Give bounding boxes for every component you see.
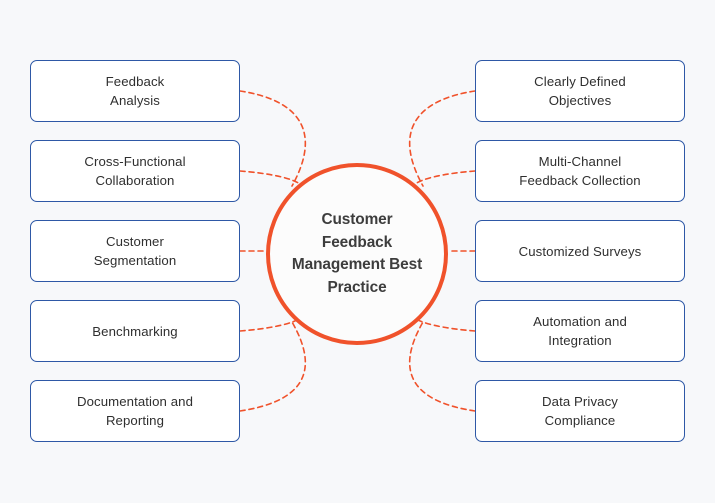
node-label-line: Analysis: [110, 93, 160, 108]
node-customized-surveys[interactable]: Customized Surveys: [475, 220, 685, 282]
hub-title-line: Feedback: [321, 233, 393, 251]
node-label-line: Objectives: [548, 93, 612, 108]
node-cross-functional-collaboration[interactable]: Cross-Functional Collaboration: [30, 140, 240, 202]
central-hub-circle[interactable]: Customer Feedback Management Best Practi…: [266, 163, 448, 345]
node-documentation-and-reporting[interactable]: Documentation and Reporting: [30, 380, 240, 442]
connector-left-1: [239, 90, 307, 187]
node-label: Customized Surveys: [519, 242, 642, 261]
hub-title-line: Practice: [327, 278, 387, 296]
node-label: Clearly Defined Objectives: [534, 72, 626, 110]
node-label-line: Customer: [106, 234, 164, 249]
hub-title-line: Management Best: [291, 256, 423, 273]
hub-title-line: Customer: [321, 211, 393, 228]
node-label-line: Multi-Channel: [538, 154, 622, 169]
node-label-line: Feedback Collection: [519, 173, 641, 188]
node-label-line: Cross-Functional: [84, 154, 186, 169]
node-label: Data Privacy Compliance: [542, 392, 618, 430]
node-benchmarking[interactable]: Benchmarking: [30, 300, 240, 362]
node-label-line: Benchmarking: [92, 323, 178, 339]
node-feedback-analysis[interactable]: Feedback Analysis: [30, 60, 240, 122]
node-automation-and-integration[interactable]: Automation and Integration: [475, 300, 685, 362]
node-label-line: Segmentation: [93, 253, 177, 268]
node-label-line: Customized Surveys: [518, 243, 642, 259]
node-data-privacy-compliance[interactable]: Data Privacy Compliance: [475, 380, 685, 442]
node-label-line: Reporting: [105, 413, 165, 428]
node-customer-segmentation[interactable]: Customer Segmentation: [30, 220, 240, 282]
connector-right-5: [408, 321, 476, 412]
node-label: Customer Segmentation: [94, 232, 177, 270]
node-label-line: Data Privacy: [542, 394, 618, 409]
node-label-line: Integration: [548, 333, 612, 348]
node-label-line: Automation and: [533, 314, 627, 329]
node-label: Documentation and Reporting: [77, 392, 193, 430]
node-label-line: Compliance: [544, 413, 616, 428]
central-hub-title: Customer Feedback Management Best Practi…: [270, 209, 444, 299]
node-label: Multi-Channel Feedback Collection: [519, 152, 640, 190]
node-label: Benchmarking: [92, 322, 178, 341]
node-multi-channel-feedback-collection[interactable]: Multi-Channel Feedback Collection: [475, 140, 685, 202]
node-label: Feedback Analysis: [106, 72, 165, 110]
connector-left-5: [239, 321, 307, 412]
connector-right-1: [408, 90, 476, 187]
node-label-line: Feedback: [105, 74, 165, 89]
node-clearly-defined-objectives[interactable]: Clearly Defined Objectives: [475, 60, 685, 122]
node-label-line: Documentation and: [76, 394, 194, 409]
node-label-line: Collaboration: [95, 173, 175, 188]
node-label-line: Clearly Defined: [534, 74, 626, 89]
node-label: Automation and Integration: [533, 312, 627, 350]
node-label: Cross-Functional Collaboration: [84, 152, 185, 190]
